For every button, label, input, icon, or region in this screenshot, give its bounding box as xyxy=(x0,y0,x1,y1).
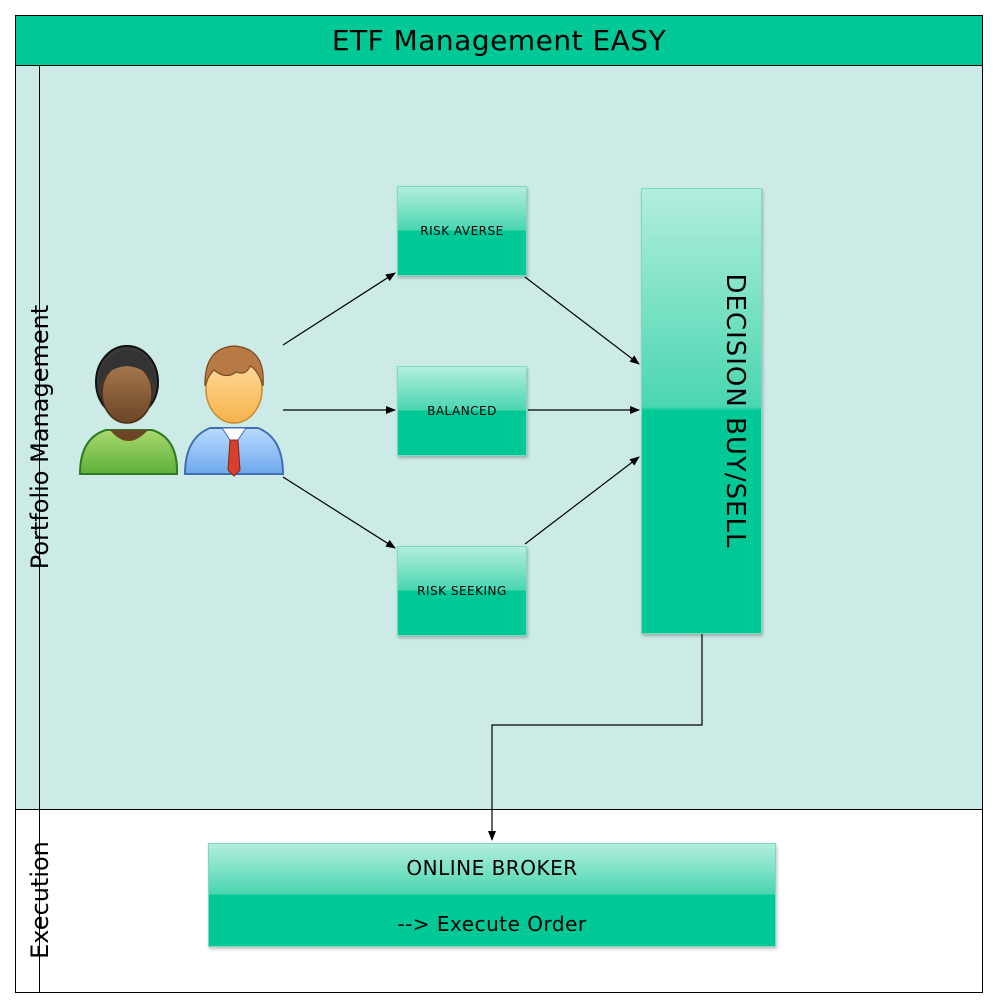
risk-seeking-label: RISK SEEKING xyxy=(417,584,507,598)
balanced-box: BALANCED xyxy=(397,366,527,456)
arrow-risk-seeking-to-decision xyxy=(524,456,640,545)
online-broker-title: ONLINE BROKER xyxy=(406,856,578,880)
arrow-risk-averse-to-decision xyxy=(524,276,640,365)
risk-averse-box: RISK AVERSE xyxy=(397,186,527,276)
man-user-icon xyxy=(183,345,285,477)
diagram-title: ETF Management EASY xyxy=(331,24,667,57)
execute-order-label: --> Execute Order xyxy=(397,912,587,936)
arrow-decision-to-broker xyxy=(488,634,703,841)
online-broker-box: ONLINE BROKER --> Execute Order xyxy=(208,843,776,947)
balanced-label: BALANCED xyxy=(427,404,497,418)
arrow-investors-to-risk-averse xyxy=(282,272,396,346)
arrow-investors-to-risk-seeking xyxy=(282,476,396,549)
risk-averse-label: RISK AVERSE xyxy=(420,224,504,238)
lane-header-divider xyxy=(39,65,40,993)
woman-user-icon xyxy=(78,345,179,475)
decision-box xyxy=(641,188,762,634)
risk-seeking-box: RISK SEEKING xyxy=(397,546,527,636)
diagram-title-bar: ETF Management EASY xyxy=(15,15,983,66)
